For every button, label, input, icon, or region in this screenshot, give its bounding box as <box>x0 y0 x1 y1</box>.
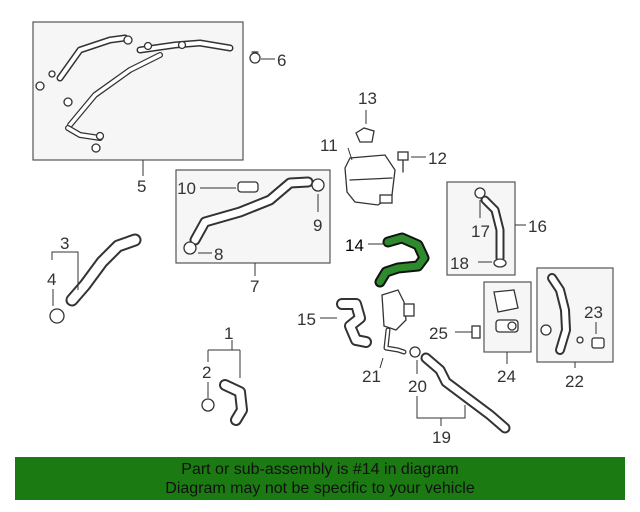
group-22-box <box>536 267 614 363</box>
callout-15: 15 <box>297 310 316 329</box>
clip-6 <box>249 51 261 64</box>
group-24-box <box>483 281 532 353</box>
callout-4: 4 <box>47 270 56 289</box>
callout-21: 21 <box>362 367 381 386</box>
callout-19: 19 <box>432 428 451 447</box>
callout-17: 17 <box>471 222 490 241</box>
info-banner: Part or sub-assembly is #14 in diagram D… <box>15 457 625 500</box>
callout-22: 22 <box>565 372 584 391</box>
hose-3 <box>49 233 142 324</box>
bolt-12 <box>397 151 409 173</box>
banner-line-2: Diagram may not be specific to your vehi… <box>165 480 475 497</box>
hose-1 <box>201 379 248 426</box>
callout-1: 1 <box>224 324 233 343</box>
callout-24: 24 <box>497 367 516 386</box>
group-16-box <box>446 181 516 276</box>
callout-7: 7 <box>250 277 259 296</box>
callout-23: 23 <box>584 303 603 322</box>
banner-line-1: Part or sub-assembly is #14 in diagram <box>181 461 459 478</box>
hose-19 <box>409 346 511 434</box>
callout-12: 12 <box>428 149 447 168</box>
callout-3: 3 <box>60 234 69 253</box>
callout-14: 14 <box>345 236 364 255</box>
parts-diagram: 5 6 10 9 8 7 3 4 1 2 <box>32 21 614 447</box>
group-7-box <box>175 169 331 264</box>
callout-6: 6 <box>277 51 286 70</box>
callout-11: 11 <box>320 136 338 155</box>
callout-5: 5 <box>137 177 146 196</box>
connector-21 <box>381 289 415 355</box>
bolt-25 <box>471 325 481 339</box>
callout-10: 10 <box>177 179 196 198</box>
callout-9: 9 <box>313 216 322 235</box>
hose-14-highlighted <box>374 232 430 288</box>
group-5-box <box>32 21 244 161</box>
callout-8: 8 <box>214 245 223 264</box>
reservoir-11 <box>344 154 396 206</box>
cap-13 <box>355 127 375 143</box>
callout-20: 20 <box>408 377 427 396</box>
callout-18: 18 <box>450 254 469 273</box>
callout-13: 13 <box>358 89 377 108</box>
callout-25: 25 <box>429 324 448 343</box>
callout-2: 2 <box>202 363 211 382</box>
callout-16: 16 <box>528 217 547 236</box>
hose-15 <box>336 298 372 348</box>
